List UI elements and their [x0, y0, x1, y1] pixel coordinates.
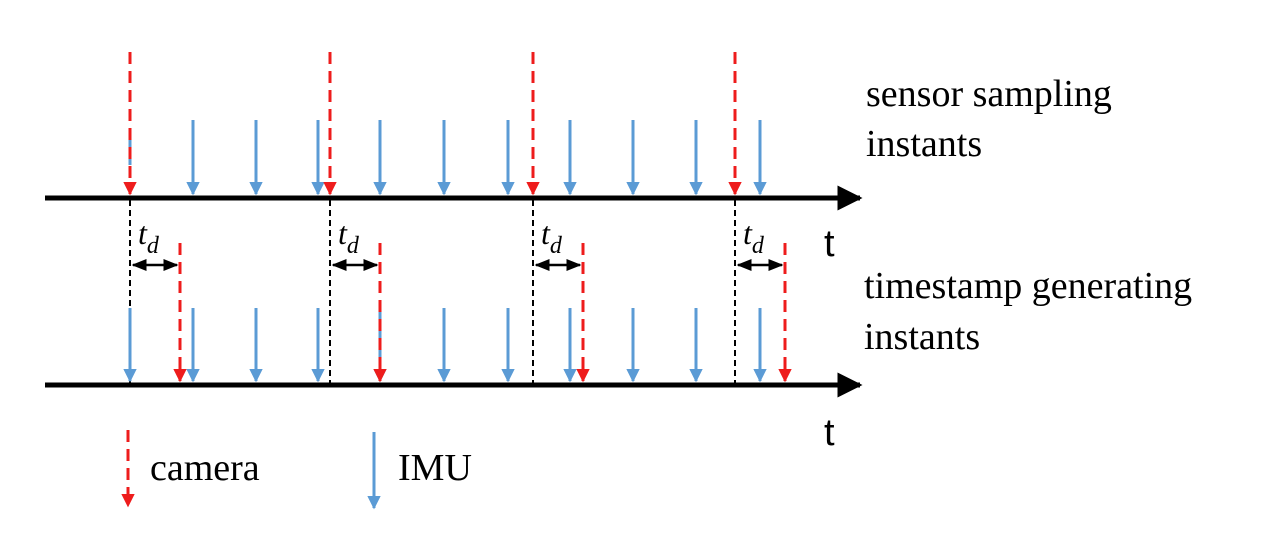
delay-markers: td td td td: [131, 215, 784, 271]
sampling-imu-arrows: [128, 120, 767, 196]
delay-label-subscript: d: [550, 233, 563, 259]
delay-marker: td: [534, 215, 582, 271]
delay-label-subscript: d: [347, 233, 360, 259]
timestamp-imu-arrows: [123, 308, 767, 383]
guide-lines: [129, 200, 736, 383]
delay-marker: td: [736, 215, 784, 271]
delay-label: td: [541, 215, 563, 259]
delay-label: td: [743, 215, 765, 259]
timestamp-axis-label: t: [824, 412, 835, 454]
delay-label-subscript: d: [147, 233, 160, 259]
delay-marker: td: [131, 215, 179, 271]
delay-marker: td: [331, 215, 379, 271]
legend-imu-label: IMU: [398, 447, 472, 489]
delay-label: td: [338, 215, 360, 259]
delay-label-subscript: d: [752, 233, 765, 259]
timestamp-label-line2: instants: [864, 316, 980, 358]
sampling-camera-arrows: [123, 52, 742, 196]
sampling-label-line2: instants: [866, 123, 982, 165]
legend-camera-label: camera: [150, 447, 260, 489]
legend: camera IMU: [121, 430, 472, 510]
sampling-axis-label: t: [824, 223, 835, 265]
sampling-label-line1: sensor sampling: [866, 73, 1112, 115]
delay-label: td: [138, 215, 160, 259]
timestamp-camera-arrows: [173, 243, 792, 383]
timestamp-label-line1: timestamp generating: [864, 265, 1192, 307]
